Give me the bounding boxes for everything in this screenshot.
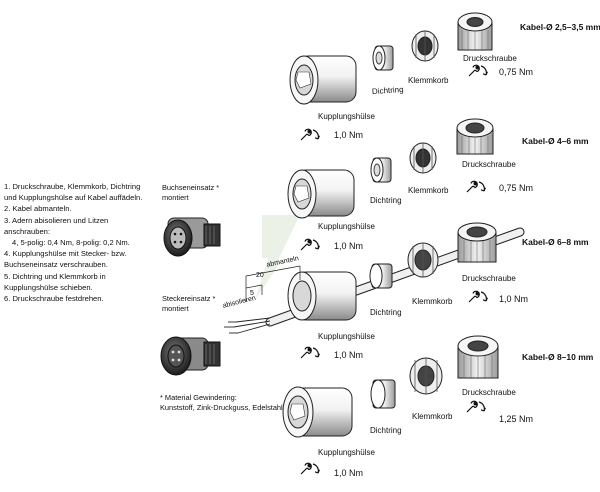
step-1: 1. Druckschraube, Klemmkorb, Dichtring u… [4, 182, 143, 203]
seal-ring-2 [370, 157, 392, 183]
coupling-sleeve-4 [282, 386, 353, 438]
wrench-icon [300, 462, 320, 475]
coupling-torque-4: 1,0 Nm [334, 468, 364, 478]
wrench-icon [468, 290, 488, 303]
clamp-basket-3 [407, 242, 439, 278]
pressure-screw-2 [456, 118, 494, 155]
screw-label-3: Druckschraube [462, 274, 516, 283]
cable-range-1: Kabel-Ø 2,5–3,5 mm [520, 22, 600, 32]
row4-parts [282, 335, 499, 475]
screw-torque-1: 0,75 Nm [499, 67, 534, 77]
row1-parts [289, 12, 493, 141]
clamp-label-2: Klemmkorb [408, 186, 449, 195]
clamp-label-1: Klemmkorb [408, 76, 449, 85]
step-5: 5. Dichtring und Klemmkorb in Kupplungsh… [4, 271, 106, 292]
clamp-label-4: Klemmkorb [412, 412, 453, 421]
seal-label-4: Dichtring [370, 426, 402, 435]
coupling-sleeve-2 [287, 169, 355, 219]
coupling-label-4: Kupplungshülse [318, 448, 375, 457]
cable-range-4: Kabel-Ø 8–10 mm [522, 352, 594, 362]
wrench-icon [300, 346, 320, 359]
wrench-icon [466, 180, 486, 193]
seal-label-3: Dichtring [370, 308, 402, 317]
screw-torque-2: 0,75 Nm [499, 183, 534, 193]
screw-label-1: Druckschraube [463, 54, 517, 63]
socket-insert-label: Buchseneinsatz * montiert [162, 183, 220, 202]
wrench-icon [300, 238, 320, 251]
clamp-label-3: Klemmkorb [412, 297, 453, 306]
sheath-length: 20 [256, 272, 264, 279]
screw-label-2: Druckschraube [462, 160, 516, 169]
row2-parts [287, 118, 494, 251]
clamp-basket-2 [409, 142, 437, 174]
seal-ring-3 [369, 263, 393, 289]
pressure-screw-4 [457, 335, 499, 379]
seal-label-2: Dichtring [370, 196, 402, 205]
row3-parts [224, 222, 525, 359]
clamp-basket-1 [411, 30, 439, 62]
wrench-icon [300, 128, 320, 141]
cable-range-3: Kabel-Ø 6–8 mm [522, 237, 589, 247]
coupling-label-3: Kupplungshülse [318, 332, 375, 341]
coupling-label-2: Kupplungshülse [318, 222, 375, 231]
socket-insert [163, 217, 221, 257]
plug-insert [160, 336, 221, 376]
clamp-basket-4 [409, 357, 443, 395]
pressure-screw-1 [457, 12, 493, 51]
screw-torque-4: 1,25 Nm [499, 414, 534, 424]
pressure-screw-3 [457, 222, 497, 263]
coupling-sleeve-3 [287, 271, 357, 321]
coupling-torque-3: 1,0 Nm [334, 350, 364, 360]
step-6: 6. Druckschraube festdrehen. [4, 294, 104, 304]
step-3: 3. Adern abisolieren und Litzen anschrau… [4, 215, 109, 236]
seal-ring-1 [372, 45, 394, 71]
step-2: 2. Kabel abmanteln. [4, 204, 72, 214]
step-4: 4. Kupplungshülse mit Stecker- bzw. Buch… [4, 249, 127, 270]
cable-range-2: Kabel-Ø 4–6 mm [522, 136, 589, 146]
wrench-icon [466, 400, 486, 413]
screw-label-4: Druckschraube [462, 388, 516, 397]
assembly-steps: 1. Druckschraube, Klemmkorb, Dichtring u… [4, 181, 152, 304]
step-3-detail: 4, 5-polig: 0,4 Nm, 8-polig: 0,2 Nm. [12, 238, 130, 248]
coupling-sleeve-1 [289, 55, 357, 105]
strip-length: 5 [250, 290, 254, 297]
watermark [255, 215, 300, 300]
coupling-label-1: Kupplungshülse [318, 112, 375, 121]
seal-ring-4 [370, 379, 396, 409]
plug-insert-label: Steckereinsatz * montiert [162, 294, 216, 313]
stripped-wires [224, 317, 271, 334]
dimension-lines [245, 265, 301, 302]
coupling-torque-2: 1,0 Nm [334, 241, 364, 251]
screw-torque-3: 1,0 Nm [499, 294, 529, 304]
material-note: * Material Gewindering: Kunststoff, Zink… [160, 393, 283, 412]
wrench-icon [468, 64, 488, 77]
coupling-torque-1: 1,0 Nm [334, 130, 364, 140]
